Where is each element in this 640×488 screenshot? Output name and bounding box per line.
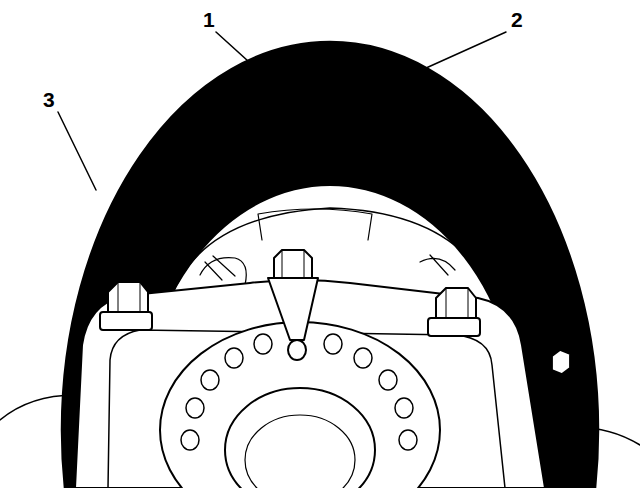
housing-bolt [552,350,570,374]
flange [160,322,440,488]
bore-inner [245,415,355,488]
axle-housing [0,395,640,445]
axle-bore [225,388,375,488]
callout-number: 1 [200,8,218,31]
pinion-gear [200,256,246,285]
lock-bolt [268,250,318,360]
leader-line [58,32,506,190]
callout-number: 2 [508,8,526,31]
cap-bolt-left [100,282,152,330]
case-window [258,209,372,240]
callout-number: 3 [40,88,58,111]
ring-gear-outer [62,42,598,488]
cap-bolt-right [428,288,480,336]
side-gear [420,255,455,275]
